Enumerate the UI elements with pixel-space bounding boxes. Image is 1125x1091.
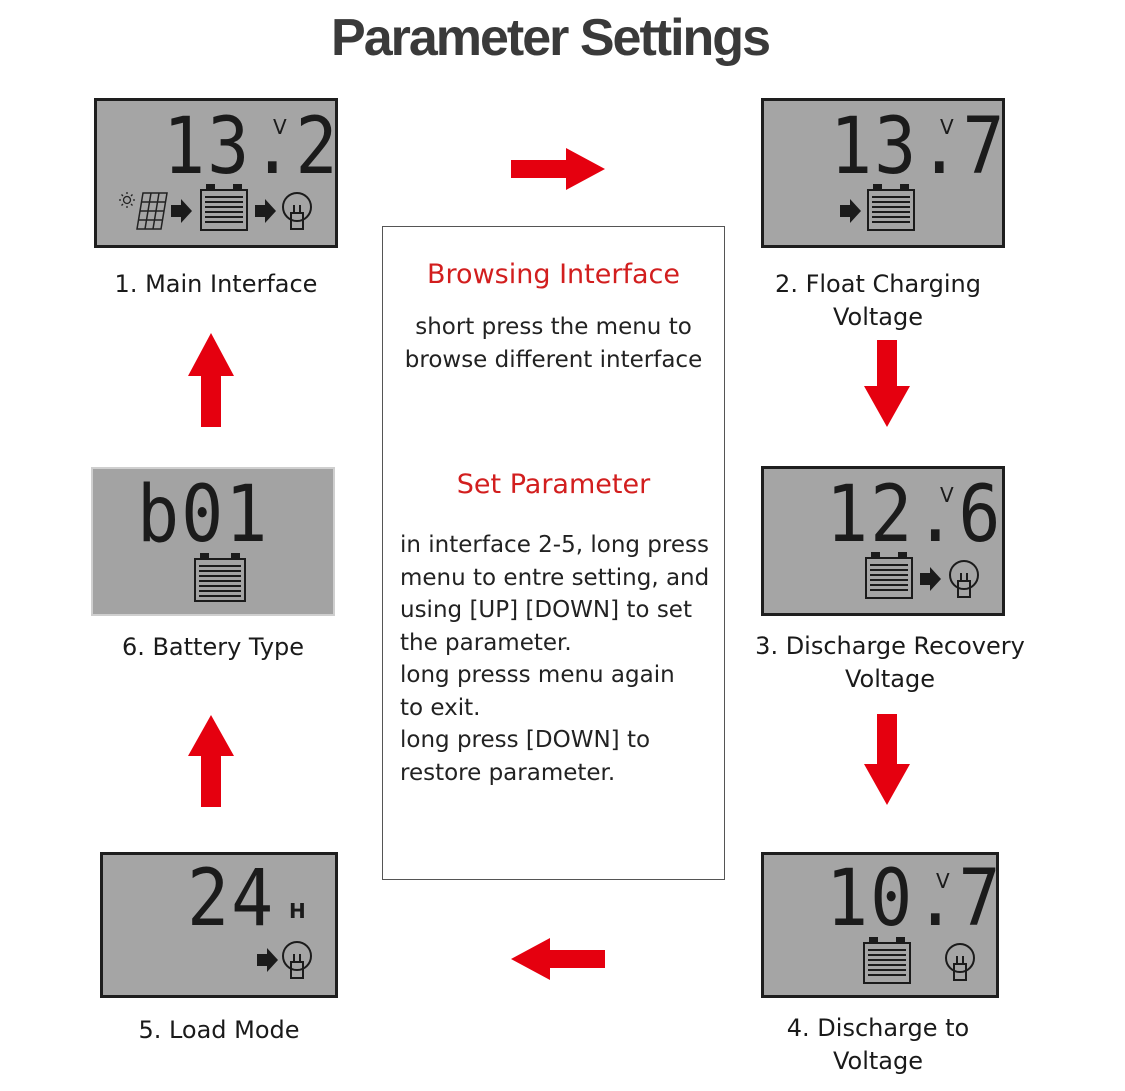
lcd-float-charging: 13.7 V bbox=[761, 98, 1005, 248]
lcd-load-mode: 24 H bbox=[100, 852, 338, 998]
arrow-down-icon bbox=[864, 340, 910, 427]
lcd-unit: V bbox=[936, 869, 950, 893]
browsing-text: short press the menu to browse different… bbox=[404, 314, 703, 373]
lcd-value: 24 bbox=[187, 852, 276, 945]
label-load-mode: 5. Load Mode bbox=[138, 1016, 300, 1044]
lcd-value: 12.6 bbox=[826, 468, 1003, 561]
label-main-interface: 1. Main Interface bbox=[114, 270, 318, 298]
bulb-icon bbox=[282, 192, 312, 230]
battery-icon bbox=[200, 184, 248, 231]
solar-panel-icon bbox=[136, 192, 168, 230]
battery-icon bbox=[194, 553, 246, 602]
lcd-value: 13.7 bbox=[830, 100, 1007, 193]
sun-icon bbox=[119, 192, 135, 208]
set-parameter-text: in interface 2-5, long press menu to ent… bbox=[400, 532, 710, 786]
battery-icon bbox=[865, 552, 913, 599]
lcd-discharge-recovery: 12.6 V bbox=[761, 466, 1005, 616]
arrow-up-icon bbox=[188, 333, 234, 427]
lcd-value: b01 bbox=[137, 468, 270, 561]
lcd-unit: V bbox=[940, 115, 954, 139]
arrow-right-icon bbox=[840, 199, 861, 223]
lcd-unit: V bbox=[273, 115, 287, 139]
lcd-unit: H bbox=[289, 899, 306, 923]
lcd-discharge-to: 10.7 V bbox=[761, 852, 1001, 998]
arrow-right-icon bbox=[257, 948, 278, 972]
arrow-up-icon bbox=[188, 715, 234, 807]
label-float-charging: 2. Float Charging Voltage bbox=[775, 270, 981, 331]
arrow-down-icon bbox=[864, 714, 910, 805]
page-title: Parameter Settings bbox=[331, 9, 771, 67]
arrow-left-icon bbox=[511, 938, 605, 980]
bulb-icon bbox=[949, 560, 979, 598]
battery-icon bbox=[867, 184, 915, 231]
arrow-right-icon bbox=[920, 567, 941, 591]
lcd-value: 10.7 bbox=[826, 852, 1003, 945]
label-discharge-recovery: 3. Discharge Recovery Voltage bbox=[755, 632, 1025, 693]
arrow-right-icon bbox=[255, 199, 276, 223]
arrow-right-icon bbox=[171, 199, 192, 223]
instruction-box: Browsing Interface short press the menu … bbox=[382, 226, 725, 880]
browsing-heading: Browsing Interface bbox=[427, 259, 680, 290]
bulb-icon bbox=[282, 941, 312, 979]
lcd-battery-type: b01 bbox=[91, 467, 335, 616]
battery-icon bbox=[863, 937, 911, 984]
label-battery-type: 6. Battery Type bbox=[121, 633, 305, 661]
lcd-unit: V bbox=[940, 483, 954, 507]
bulb-icon bbox=[945, 943, 975, 981]
set-parameter-heading: Set Parameter bbox=[456, 469, 651, 500]
lcd-main-interface: 13.2 V bbox=[94, 98, 338, 248]
lcd-value: 13.2 bbox=[163, 100, 340, 193]
label-discharge-to: 4. Discharge to Voltage bbox=[786, 1014, 970, 1075]
arrow-right-icon bbox=[511, 148, 605, 190]
